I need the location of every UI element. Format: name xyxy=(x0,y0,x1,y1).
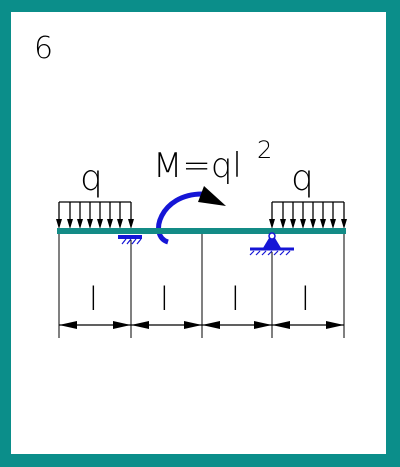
span-label-3: l xyxy=(231,280,240,318)
span-label-4: l xyxy=(301,280,310,318)
right-load-arrowheads xyxy=(269,219,347,229)
left-load-label: q xyxy=(80,158,103,199)
span-label-2: l xyxy=(160,280,169,318)
span-label-1: l xyxy=(89,280,98,318)
moment-arrowhead xyxy=(198,186,226,206)
moment-label: M=ql xyxy=(153,146,242,186)
right-load-label: q xyxy=(291,158,314,199)
moment-arc xyxy=(156,191,203,245)
problem-number: 6 xyxy=(34,31,53,66)
moment-exponent: 2 xyxy=(257,136,272,164)
dimension-arrowheads xyxy=(59,321,344,329)
right-support xyxy=(249,232,294,256)
left-load-arrowheads xyxy=(56,219,134,229)
dimension-extension-lines xyxy=(58,234,345,338)
left-support xyxy=(118,235,142,245)
